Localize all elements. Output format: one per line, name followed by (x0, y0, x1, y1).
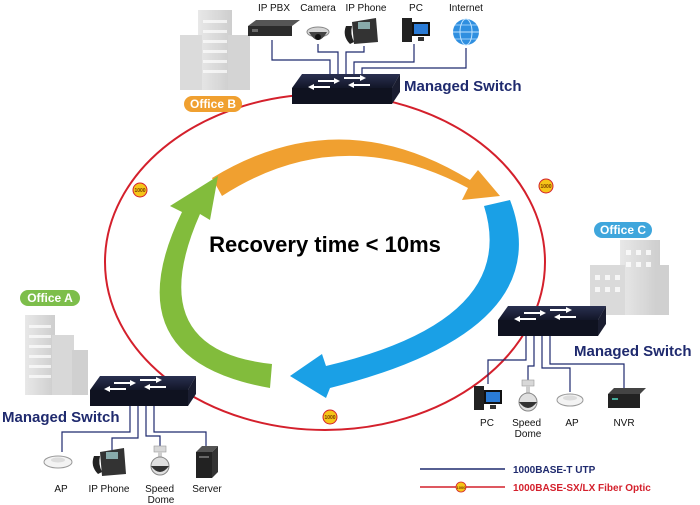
device-label-server: Server (192, 484, 222, 495)
office-c-utp-lines (487, 336, 625, 392)
device-label-internet: Internet (449, 3, 483, 14)
pc-icon (474, 386, 502, 410)
recovery-time-text: Recovery time < 10ms (209, 232, 441, 257)
svg-text:Office C: Office C (600, 223, 646, 237)
office-c-tag: Office C (594, 222, 652, 238)
device-label-camera: Camera (300, 3, 336, 14)
internet-globe-icon (453, 18, 479, 46)
svg-text:1000: 1000 (324, 415, 335, 421)
switch-label-c: Managed Switch (574, 343, 692, 360)
speed-dome-icon (150, 445, 170, 476)
office-b-tag: Office B (184, 96, 242, 112)
device-label-nvr: NVR (613, 418, 634, 429)
ap-icon (43, 455, 73, 469)
svg-text:Office A: Office A (27, 291, 73, 305)
device-label-ip-pbx: IP PBX (258, 3, 290, 14)
device-label-line: Dome (148, 495, 175, 505)
device-label-ip-phone: IP Phone (346, 3, 387, 14)
svg-text:1000: 1000 (540, 184, 551, 190)
svg-text:Office B: Office B (190, 97, 236, 111)
office-a-utp-lines (61, 406, 207, 452)
managed-switch-a (90, 376, 196, 406)
legend-utp-label: 1000BASE-T UTP (513, 465, 596, 476)
server-icon (196, 446, 218, 478)
legend-fiber-badge: 1000 (455, 481, 467, 493)
office-c-building (590, 240, 669, 315)
ip-phone-icon (92, 448, 126, 476)
recovery-arrow-green (159, 176, 272, 388)
device-label-pc: PC (409, 3, 423, 14)
ap-icon (556, 393, 584, 407)
office-a-building (25, 315, 88, 395)
managed-switch-c (498, 306, 606, 336)
recovery-arrow-blue (290, 200, 519, 398)
device-label-speed-dome: Speed Dome (145, 484, 177, 505)
svg-text:1000: 1000 (134, 188, 145, 194)
ip-phone-icon (344, 18, 378, 44)
dome-camera-icon (306, 26, 330, 40)
office-a-tag: Office A (20, 290, 80, 306)
legend: 1000BASE-T UTP 1000 1000BASE-SX/LX Fiber… (420, 465, 651, 494)
device-label-line: Speed (145, 484, 174, 495)
switch-label-b: Managed Switch (404, 78, 522, 95)
pc-icon (402, 18, 430, 42)
device-label-ap: AP (565, 418, 579, 429)
legend-fiber-label: 1000BASE-SX/LX Fiber Optic (513, 483, 651, 494)
switch-label-a: Managed Switch (2, 409, 120, 426)
device-label-speed-dome: Speed Dome (512, 418, 544, 440)
office-b-building (180, 10, 250, 90)
speed-dome-icon (518, 379, 538, 412)
svg-text:1000: 1000 (457, 485, 467, 490)
ip-pbx-icon (248, 20, 300, 36)
device-label-pc: PC (480, 418, 494, 429)
office-b-utp-lines (271, 40, 467, 78)
fiber-badge-bottom: 1000 (322, 409, 338, 425)
nvr-icon (608, 388, 646, 408)
managed-switch-b (292, 74, 400, 104)
fiber-badge-right: 1000 (538, 178, 554, 194)
fiber-badge-left: 1000 (132, 182, 148, 198)
device-label-line: Dome (515, 429, 542, 440)
device-label-ip-phone: IP Phone (89, 484, 130, 495)
recovery-arrow-orange (212, 139, 500, 200)
device-label-ap: AP (54, 484, 68, 495)
device-label-line: Speed (512, 418, 541, 429)
